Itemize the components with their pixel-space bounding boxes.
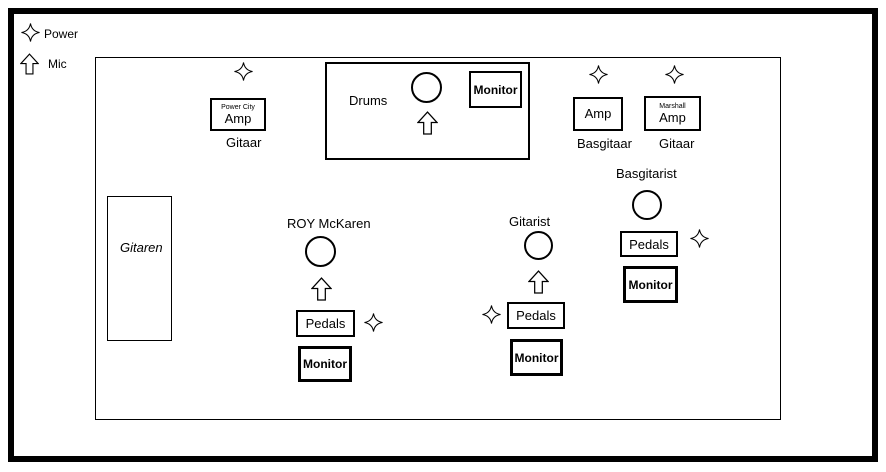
roy-monitor-box: Monitor [298, 346, 352, 382]
drums-area: Drums Monitor [325, 62, 530, 160]
gitarist-monitor-box: Monitor [510, 339, 563, 376]
bass-amp-box: Amp [573, 97, 623, 131]
outer-frame [8, 8, 878, 462]
roy-name: ROY McKaren [287, 216, 371, 231]
guitar-rack-label: Gitaren [120, 240, 163, 255]
mic-icon [19, 53, 40, 75]
gitarist-pedals-label: Pedals [516, 308, 556, 323]
guitar-amp-left-instrument-label: Gitaar [226, 135, 262, 150]
legend-mic-label: Mic [48, 57, 67, 71]
legend-power-label: Power [44, 27, 79, 41]
drums-monitor-box: Monitor [469, 71, 522, 108]
power-icon [690, 229, 709, 248]
basgitarist-pedals-box: Pedals [620, 231, 678, 257]
guitar-amp-left-box: Power City Amp [210, 98, 266, 131]
gitarist-position [524, 231, 553, 260]
gitarist-name: Gitarist [509, 214, 551, 229]
mic-icon [310, 277, 333, 301]
drums-label: Drums [349, 93, 388, 108]
basgitarist-monitor-label: Monitor [628, 277, 673, 292]
guitar-amp-left-brand: Power City [221, 104, 255, 111]
mic-icon [527, 270, 550, 294]
power-icon [665, 65, 684, 84]
bass-amp-label: Amp [584, 106, 612, 121]
drums-monitor-label: Monitor [473, 82, 518, 97]
drummer-position [411, 72, 442, 103]
gitarist-monitor-label: Monitor [514, 350, 559, 365]
power-icon [589, 65, 608, 84]
basgitarist-monitor-box: Monitor [623, 266, 678, 303]
guitar-amp-right-label: Amp [659, 110, 686, 125]
guitar-amp-right-brand: Marshall [659, 103, 686, 110]
roy-monitor-label: Monitor [303, 357, 347, 371]
roy-position [305, 236, 336, 267]
power-icon [21, 23, 40, 42]
guitar-rack: Gitaren [107, 196, 172, 341]
roy-pedals-label: Pedals [305, 316, 346, 331]
power-icon [234, 62, 253, 81]
power-icon [364, 313, 383, 332]
basgitarist-name: Basgitarist [616, 166, 677, 181]
guitar-amp-right-instrument-label: Gitaar [659, 136, 695, 151]
mic-icon [416, 111, 439, 135]
gitarist-pedals-box: Pedals [507, 302, 565, 329]
basgitarist-pedals-label: Pedals [629, 236, 669, 252]
basgitarist-position [632, 190, 662, 220]
guitar-amp-right-box: Marshall Amp [644, 96, 701, 131]
power-icon [482, 305, 501, 324]
roy-pedals-box: Pedals [296, 310, 355, 337]
bass-amp-instrument-label: Basgitaar [577, 136, 632, 151]
guitar-amp-left-label: Amp [224, 111, 252, 126]
